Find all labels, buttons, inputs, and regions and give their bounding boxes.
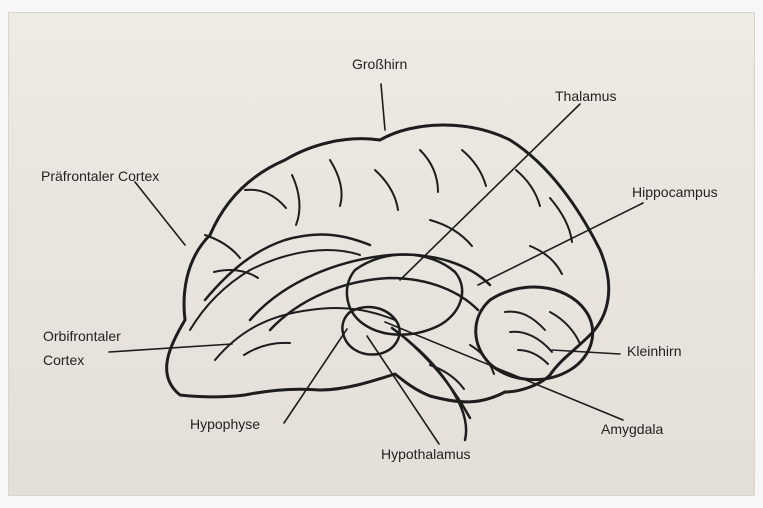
gyri-6	[462, 150, 486, 186]
brain-outline	[167, 125, 609, 402]
corpus-callosum	[250, 255, 490, 320]
gyri-14	[470, 345, 494, 374]
cerebellum-folia-3	[518, 350, 548, 364]
label-amygdala: Amygdala	[601, 421, 663, 439]
brain-inner-line-1	[205, 235, 370, 300]
gyri-5	[420, 150, 438, 192]
label-kleinhirn: Kleinhirn	[627, 343, 681, 361]
gyri-2	[292, 175, 299, 225]
leader-praefrontaler	[135, 182, 185, 245]
inner-curve	[270, 278, 478, 330]
gyri-11	[244, 343, 290, 355]
label-orbifrontaler-line1: Orbifrontaler	[43, 328, 121, 346]
leader-hypothalamus	[367, 336, 439, 444]
gyri-7	[516, 170, 540, 206]
brain-inner-line-3	[215, 308, 395, 360]
label-grosshirn: Großhirn	[352, 56, 407, 74]
label-thalamus: Thalamus	[555, 88, 616, 106]
brainstem	[392, 328, 466, 440]
leader-hypophyse	[284, 329, 347, 423]
cerebellum-folia-1	[505, 312, 545, 330]
gyri-8	[550, 198, 572, 242]
label-praefrontaler-cortex: Präfrontaler Cortex	[41, 168, 159, 186]
gyri-13	[530, 246, 562, 274]
gyri-9	[205, 235, 240, 258]
label-orbifrontaler-line2: Cortex	[43, 352, 84, 370]
cerebellum-folia-4	[550, 312, 580, 344]
label-hypophyse: Hypophyse	[190, 416, 260, 434]
gyri-4	[375, 170, 398, 210]
gyri-12	[430, 220, 472, 246]
label-hippocampus: Hippocampus	[632, 184, 718, 202]
leader-grosshirn	[381, 84, 385, 130]
hypothalamus-shape	[342, 307, 399, 354]
gyri-10	[214, 270, 258, 278]
cerebellum-folia-2	[510, 332, 552, 352]
label-hypothalamus: Hypothalamus	[381, 446, 471, 464]
gyri-1	[245, 190, 286, 208]
gyri-3	[330, 160, 342, 206]
thalamus-shape	[347, 254, 462, 334]
